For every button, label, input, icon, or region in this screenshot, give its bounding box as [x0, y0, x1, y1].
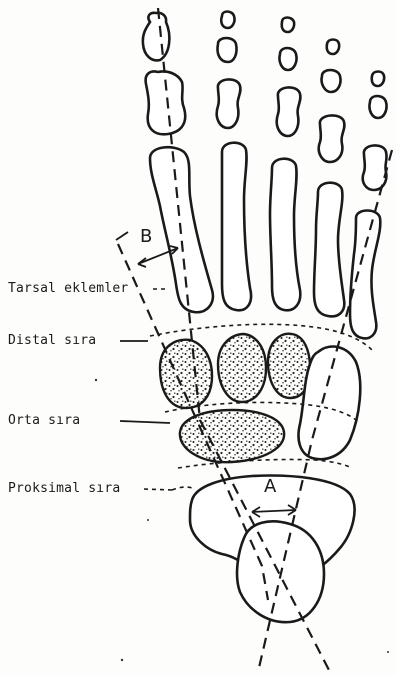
- angle-a-label: A: [264, 476, 276, 497]
- toe-2-phalanges: [217, 12, 241, 129]
- label-middle-row: Orta sıra: [8, 413, 80, 428]
- toe-3-phalanges: [277, 18, 301, 137]
- label-tarsal-joints: Tarsal eklemler: [8, 281, 128, 296]
- toe-4-phalanges: [319, 40, 345, 163]
- label-distal-row: Distal sıra: [8, 333, 96, 348]
- distal-row-bones: [160, 334, 310, 408]
- toe-1-phalanges: [143, 13, 185, 134]
- toe-5-phalanges: [363, 72, 387, 191]
- label-proximal-row: Proksimal sıra: [8, 481, 120, 496]
- angle-b-label: B: [140, 226, 152, 247]
- metatarsals: [150, 143, 380, 339]
- proximal-row-bones: [190, 476, 355, 623]
